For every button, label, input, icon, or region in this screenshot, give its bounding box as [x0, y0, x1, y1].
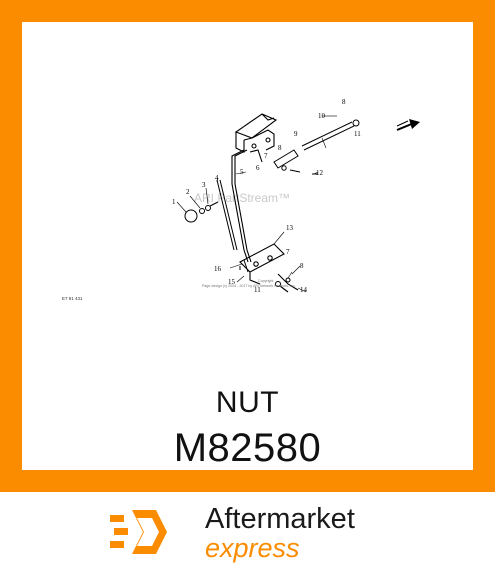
control-rod: [231, 149, 252, 263]
callout-11: 11: [354, 130, 361, 138]
part-number: M82580: [173, 426, 322, 470]
figure-code: E7 91 431: [62, 296, 83, 301]
callout-2: 2: [186, 188, 190, 196]
parts-diagram-svg: ARI PartStream™: [62, 98, 420, 301]
callout-6: 6: [256, 164, 260, 172]
callout-7b: 7: [286, 248, 290, 256]
bracket-assembly: [234, 113, 278, 163]
callout-8: 8: [278, 144, 282, 152]
knob-parts: [184, 173, 318, 287]
watermark: ARI PartStream™: [194, 191, 290, 205]
orange-frame: ARI PartStream™: [0, 0, 495, 492]
brand-name-line-1: Aftermarket: [205, 503, 355, 535]
rod-4: [216, 179, 238, 251]
brand-name-line-2: express: [205, 533, 300, 563]
hexagon-speed-logo-icon: [110, 510, 167, 554]
rod-10: [301, 119, 360, 151]
callout-15: 15: [228, 278, 236, 286]
parts-diagram: ARI PartStream™: [22, 22, 473, 322]
callout-4: 4: [215, 174, 219, 182]
callout-11b: 11: [254, 286, 261, 294]
callout-7: 7: [264, 152, 268, 160]
callout-8c: 8: [300, 262, 304, 270]
part-name: NUT: [215, 386, 280, 419]
brand-footer: [0, 492, 495, 575]
callout-3: 3: [202, 181, 206, 189]
callout-12: 12: [316, 169, 324, 177]
lower-plate: [239, 243, 299, 293]
callout-13: 13: [286, 224, 294, 232]
callout-14: 14: [300, 286, 308, 294]
product-panel: ARI PartStream™: [22, 22, 473, 470]
callout-16: 16: [214, 265, 222, 273]
callout-8b: 8: [342, 98, 346, 106]
callout-9: 9: [294, 130, 298, 138]
copyright-line-2: Page design (c) 2004 - 2017 by ARI Netwo…: [202, 284, 296, 288]
callout-5: 5: [240, 168, 244, 176]
leader-lines: [176, 115, 337, 293]
callout-1: 1: [172, 198, 176, 206]
callout-10: 10: [318, 112, 326, 120]
link-9: [273, 149, 301, 173]
direction-arrow-icon: [396, 119, 420, 131]
copyright-line-1: Copyright: [258, 279, 273, 283]
